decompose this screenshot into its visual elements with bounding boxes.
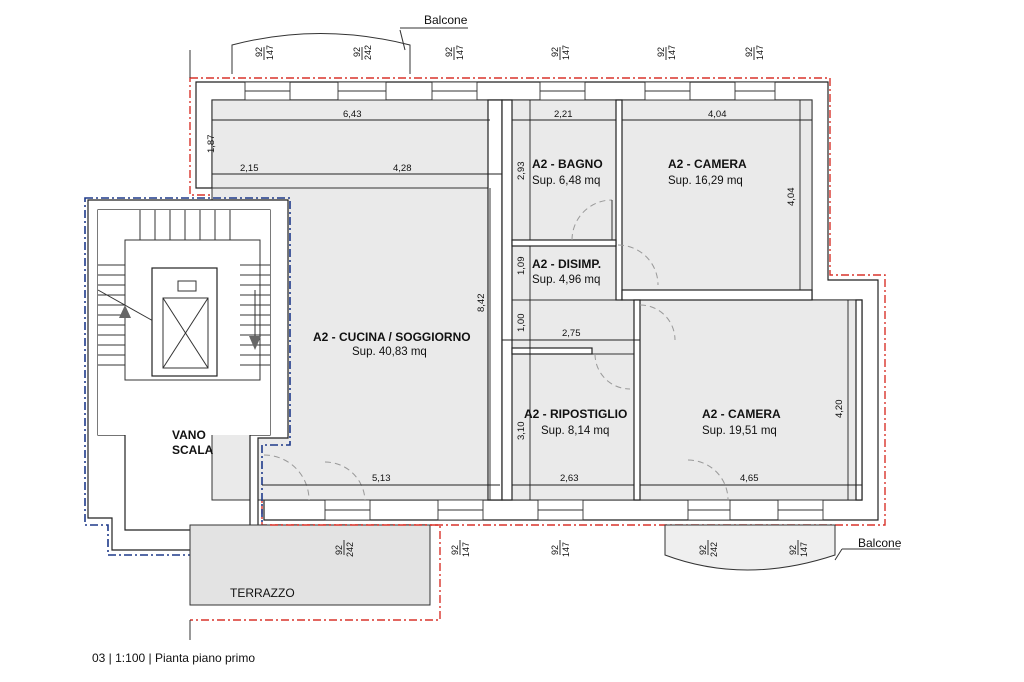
svg-text:92: 92 <box>334 545 344 555</box>
dim-label: 2,93 <box>516 162 527 181</box>
svg-text:242: 242 <box>709 542 719 557</box>
door-swings <box>263 199 729 501</box>
plan-caption: 03 | 1:100 | Pianta piano primo <box>92 651 255 665</box>
room-bagno <box>511 99 617 241</box>
svg-text:92: 92 <box>656 47 666 57</box>
room-camera-1 <box>621 99 813 291</box>
windows-top <box>244 81 776 101</box>
svg-text:147: 147 <box>755 45 765 60</box>
stair-label-line1: VANO <box>172 428 206 442</box>
dim-label: 2,75 <box>562 328 581 339</box>
dimension-lines <box>211 100 862 500</box>
svg-text:92: 92 <box>444 47 454 57</box>
dim-label: 1,87 <box>206 135 217 154</box>
room-ripostiglio <box>511 353 635 501</box>
dim-label: 8,42 <box>476 294 487 313</box>
room-area-cucina: Sup. 40,83 mq <box>352 346 427 358</box>
room-area-disimpegno: Sup. 4,96 mq <box>532 274 600 286</box>
windows-bottom <box>324 499 824 521</box>
balcony-top-label: Balcone <box>424 13 468 27</box>
dim-label: 4,65 <box>740 473 759 484</box>
room-label-camera-1: A2 - CAMERA <box>668 157 747 171</box>
room-disimpegno <box>511 245 617 301</box>
svg-text:147: 147 <box>461 542 471 557</box>
room-area-camera-2: Sup. 19,51 mq <box>702 425 777 437</box>
svg-text:147: 147 <box>799 542 809 557</box>
room-label-bagno: A2 - BAGNO <box>532 157 603 171</box>
dim-label: 2,63 <box>560 473 579 484</box>
dim-label: 5,13 <box>372 473 391 484</box>
room-label-cucina: A2 - CUCINA / SOGGIORNO <box>313 330 471 344</box>
svg-text:92: 92 <box>550 545 560 555</box>
svg-text:147: 147 <box>455 45 465 60</box>
dim-label: 2,15 <box>240 163 259 174</box>
window-sizes-bottom: 92 242 92 147 92 147 92 242 92 147 <box>334 540 809 557</box>
room-area-ripostiglio: Sup. 8,14 mq <box>541 425 609 437</box>
room-label-disimpegno: A2 - DISIMP. <box>532 257 601 271</box>
stair-steps <box>98 210 270 366</box>
terrace <box>189 524 431 606</box>
terrace-label: TERRAZZO <box>230 586 295 600</box>
dim-label: 4,28 <box>393 163 412 174</box>
dim-label: 1,09 <box>516 257 527 276</box>
window-sizes-top: 92 147 92 242 92 147 92 147 92 147 92 14… <box>254 45 765 60</box>
balcony-bottom-label: Balcone <box>858 536 902 550</box>
svg-text:92: 92 <box>352 47 362 57</box>
dim-label: 3,10 <box>516 422 527 441</box>
svg-text:92: 92 <box>254 47 264 57</box>
svg-text:147: 147 <box>667 45 677 60</box>
svg-text:242: 242 <box>363 45 373 60</box>
top-balcony <box>231 33 411 74</box>
dim-label: 4,04 <box>708 109 727 120</box>
room-label-camera-2: A2 - CAMERA <box>702 407 781 421</box>
dim-label: 1,00 <box>516 314 527 333</box>
svg-text:92: 92 <box>450 545 460 555</box>
stair-core-boundary <box>84 197 291 556</box>
svg-text:92: 92 <box>744 47 754 57</box>
stair-label-line2: SCALA <box>172 443 214 457</box>
dim-label: 6,43 <box>343 109 362 120</box>
room-area-camera-1: Sup. 16,29 mq <box>668 175 743 187</box>
svg-text:92: 92 <box>698 545 708 555</box>
dim-label: 4,20 <box>834 400 845 419</box>
room-area-bagno: Sup. 6,48 mq <box>532 175 600 187</box>
bottom-balcony <box>664 524 836 571</box>
svg-text:147: 147 <box>561 45 571 60</box>
svg-text:92: 92 <box>550 47 560 57</box>
dim-label: 4,04 <box>786 188 797 207</box>
svg-text:242: 242 <box>345 542 355 557</box>
room-label-ripostiglio: A2 - RIPOSTIGLIO <box>524 407 627 421</box>
svg-text:147: 147 <box>265 45 275 60</box>
elevator <box>151 267 218 377</box>
dim-label: 2,21 <box>554 109 573 120</box>
svg-text:147: 147 <box>561 542 571 557</box>
svg-text:92: 92 <box>788 545 798 555</box>
